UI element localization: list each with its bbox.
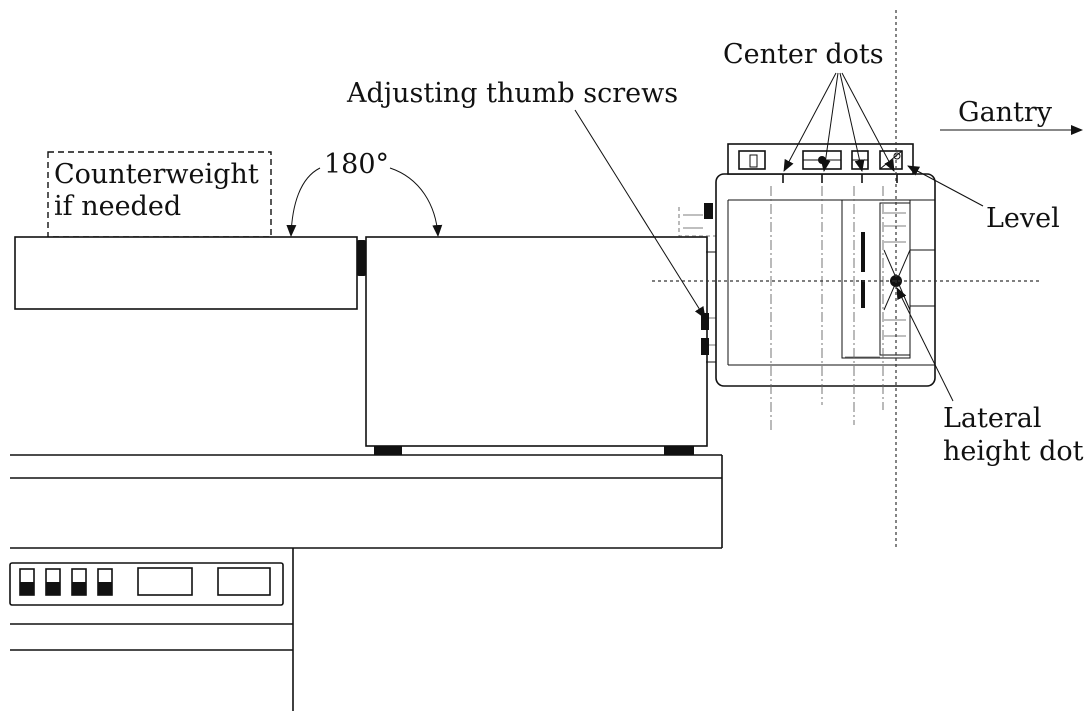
center-dot-ticks: [782, 174, 898, 183]
label-counterweight: Counterweight: [54, 159, 259, 190]
label-center-dots: Center dots: [723, 39, 884, 70]
label-lateral: Lateral: [943, 403, 1042, 434]
control-switches: [19, 568, 113, 596]
couch-table: [10, 446, 723, 549]
level-plate: [727, 143, 914, 175]
alignment-lines: [770, 186, 884, 430]
label-angle: 180°: [324, 149, 389, 180]
counterweight-outline: [47, 151, 272, 238]
phantom-lid: [14, 236, 358, 310]
callout-arrows: [286, 72, 1083, 402]
label-height-dot: height dot: [943, 436, 1084, 467]
display-window-2: [217, 567, 271, 596]
hinge: [357, 240, 366, 276]
label-gantry: Gantry: [958, 97, 1053, 128]
display-window-1: [137, 567, 193, 596]
thumb-screws-left: [701, 313, 716, 355]
phantom-box: [365, 236, 708, 447]
label-if-needed: if needed: [54, 191, 181, 222]
label-level: Level: [986, 203, 1060, 234]
label-adjusting-thumb-screws: Adjusting thumb screws: [346, 78, 678, 109]
couch-pedestal: [9, 548, 294, 711]
